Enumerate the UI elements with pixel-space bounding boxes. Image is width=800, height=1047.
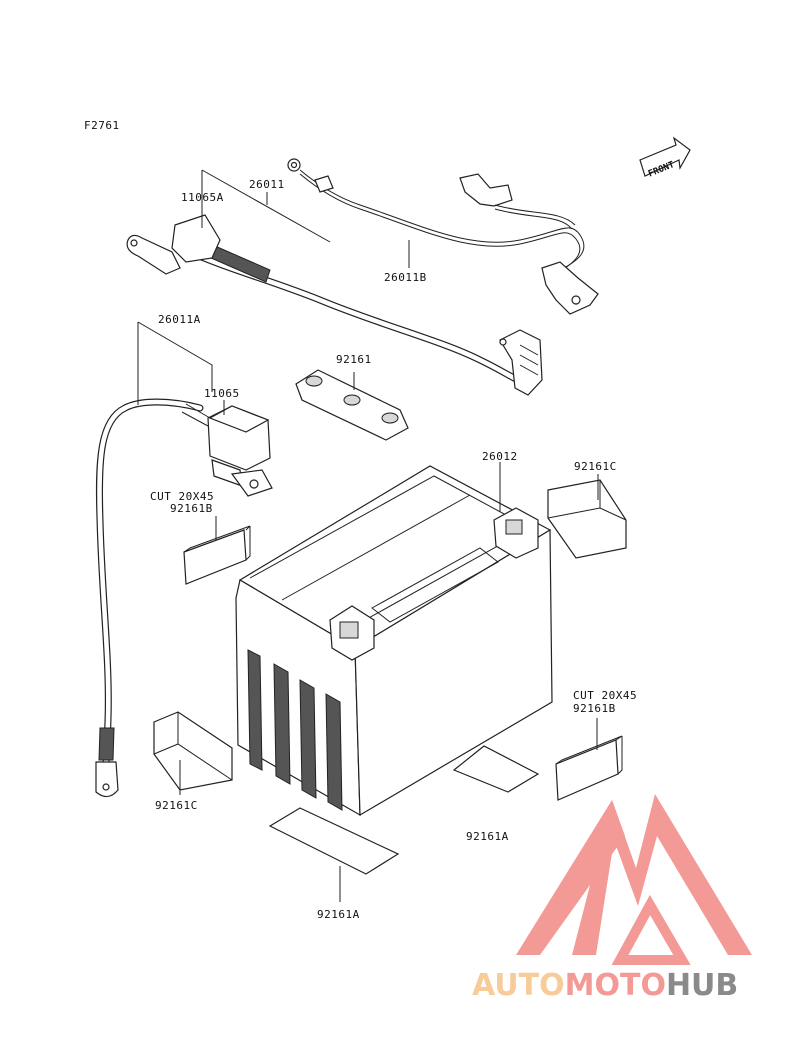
- label-cut-right: CUT 20X45: [573, 689, 637, 702]
- label-92161-top: 92161: [336, 353, 372, 366]
- battery-26012: [235, 465, 553, 817]
- label-26011a: 26011A: [158, 313, 201, 326]
- pad-92161c-right: [547, 479, 627, 559]
- label-11065: 11065: [204, 387, 240, 400]
- logo-text-auto: AUTO: [472, 968, 565, 1003]
- pad-92161b-right: [555, 735, 623, 801]
- svg-text:AUTOMOTOHUB: AUTOMOTOHUB: [472, 968, 738, 1003]
- automotohub-logo: AUTOMOTOHUB: [472, 794, 752, 1003]
- wire-26011b: [287, 158, 599, 315]
- positive-cable-26011: [126, 214, 543, 396]
- front-arrow-icon: FRONT: [639, 136, 691, 180]
- sheet-92161a-right: [452, 745, 540, 793]
- label-26011: 26011: [249, 178, 285, 191]
- figure-code: F2761: [84, 119, 120, 132]
- label-26011b: 26011B: [384, 271, 427, 284]
- leader-lines: [137, 169, 599, 902]
- label-92161b-left: 92161B: [170, 502, 213, 515]
- label-92161c-right: 92161C: [574, 460, 617, 473]
- label-92161b-right: 92161B: [573, 702, 616, 715]
- label-11065a: 11065A: [181, 191, 224, 204]
- label-92161a-right: 92161A: [466, 830, 509, 843]
- pad-92161b-left: [183, 525, 251, 585]
- plate-92161: [295, 369, 409, 441]
- label-26012: 26012: [482, 450, 518, 463]
- label-92161c-left: 92161C: [155, 799, 198, 812]
- sheet-92161a-bottom: [268, 807, 400, 875]
- logo-text-moto: MOTO: [565, 968, 666, 1003]
- label-92161a-bottom: 92161A: [317, 908, 360, 921]
- label-cut-left: CUT 20X45: [150, 490, 214, 503]
- pad-92161c-left: [153, 711, 233, 791]
- logo-text-hub: HUB: [666, 968, 738, 1003]
